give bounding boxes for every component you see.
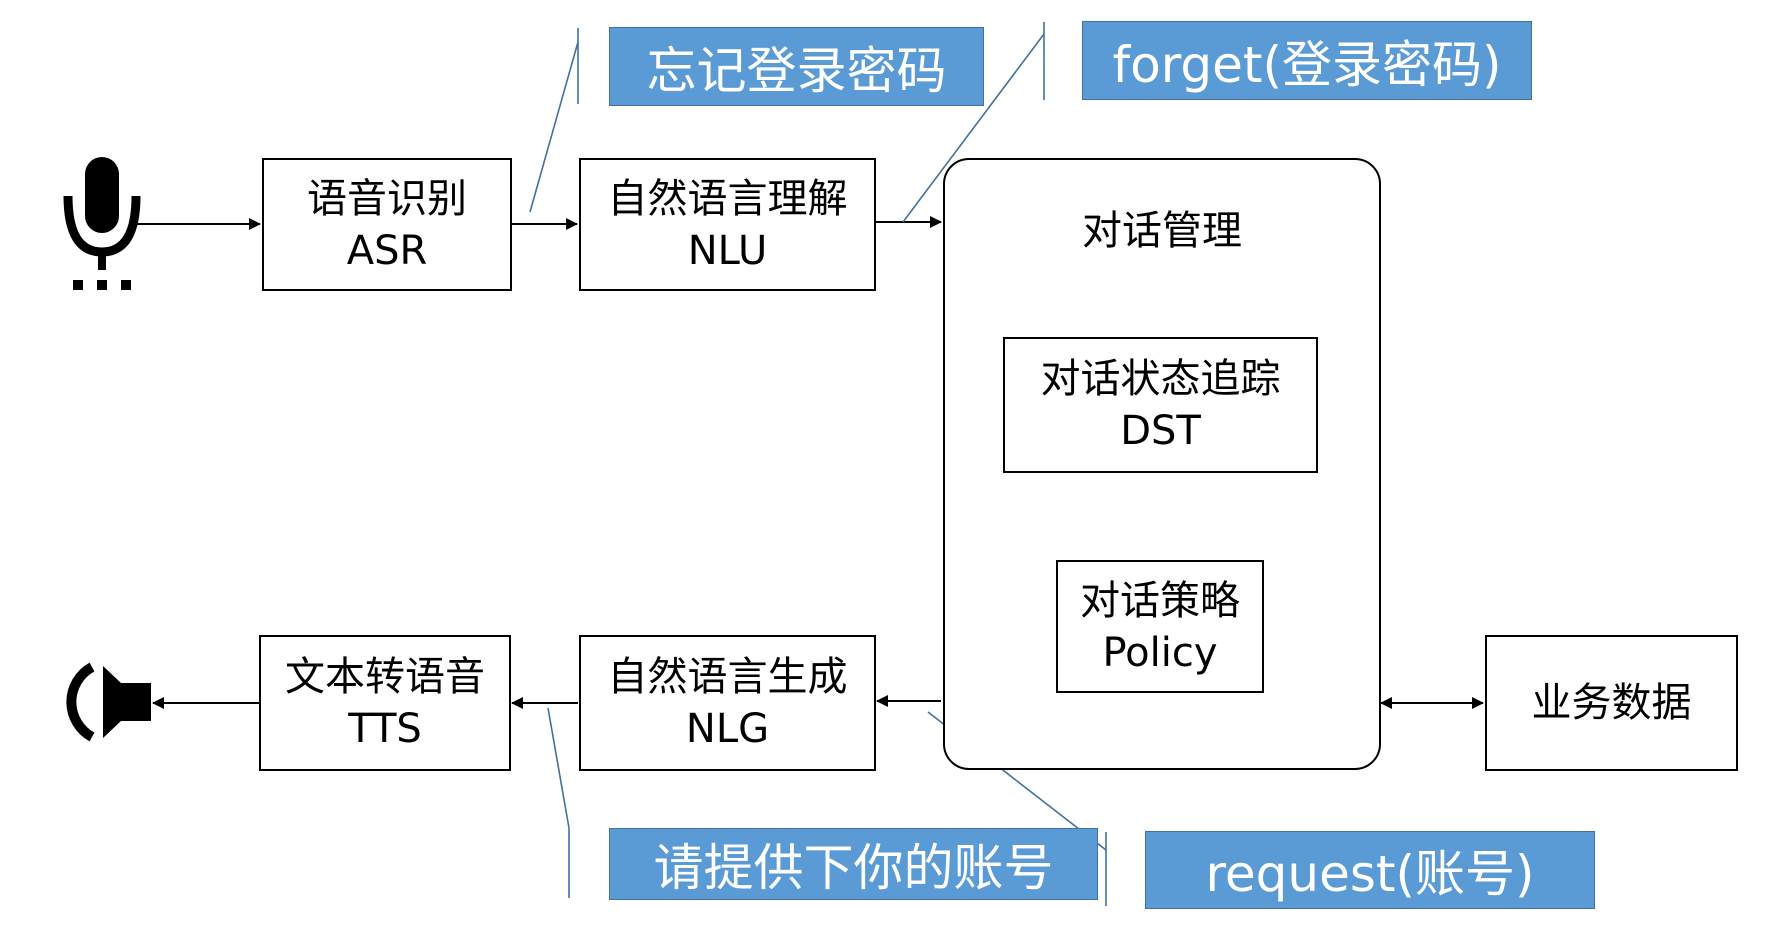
callout-action: request(账号) — [1145, 831, 1595, 909]
business-data-title: 业务数据 — [1531, 680, 1692, 726]
callout-intent: forget(登录密码) — [1082, 21, 1532, 100]
policy-box: 对话策略 Policy — [1056, 560, 1264, 693]
dialog-manager-title: 对话管理 — [1082, 208, 1242, 254]
asr-title: 语音识别 — [307, 175, 467, 222]
speaker-icon — [66, 662, 151, 742]
tts-box: 文本转语音 TTS — [259, 635, 511, 771]
asr-box: 语音识别 ASR — [262, 158, 512, 291]
tts-abbr: TTS — [348, 706, 422, 752]
callout-leaders — [529, 22, 1107, 906]
business-data-box: 业务数据 — [1485, 635, 1738, 771]
nlg-box: 自然语言生成 NLG — [579, 635, 876, 771]
nlg-title: 自然语言生成 — [607, 654, 848, 700]
nlu-title: 自然语言理解 — [607, 175, 848, 222]
dst-abbr: DST — [1120, 408, 1201, 454]
tts-title: 文本转语音 — [285, 654, 485, 700]
policy-title: 对话策略 — [1080, 577, 1240, 624]
nlg-abbr: NLG — [685, 706, 770, 752]
policy-abbr: Policy — [1102, 629, 1218, 676]
nlu-box: 自然语言理解 NLU — [579, 158, 876, 291]
asr-abbr: ASR — [346, 227, 428, 274]
callout-user-input: 忘记登录密码 — [609, 27, 984, 106]
dst-title: 对话状态追踪 — [1040, 356, 1281, 402]
callout-system-response: 请提供下你的账号 — [609, 828, 1098, 900]
microphone-icon — [63, 157, 141, 290]
dst-box: 对话状态追踪 DST — [1003, 337, 1318, 473]
nlu-abbr: NLU — [687, 227, 768, 274]
